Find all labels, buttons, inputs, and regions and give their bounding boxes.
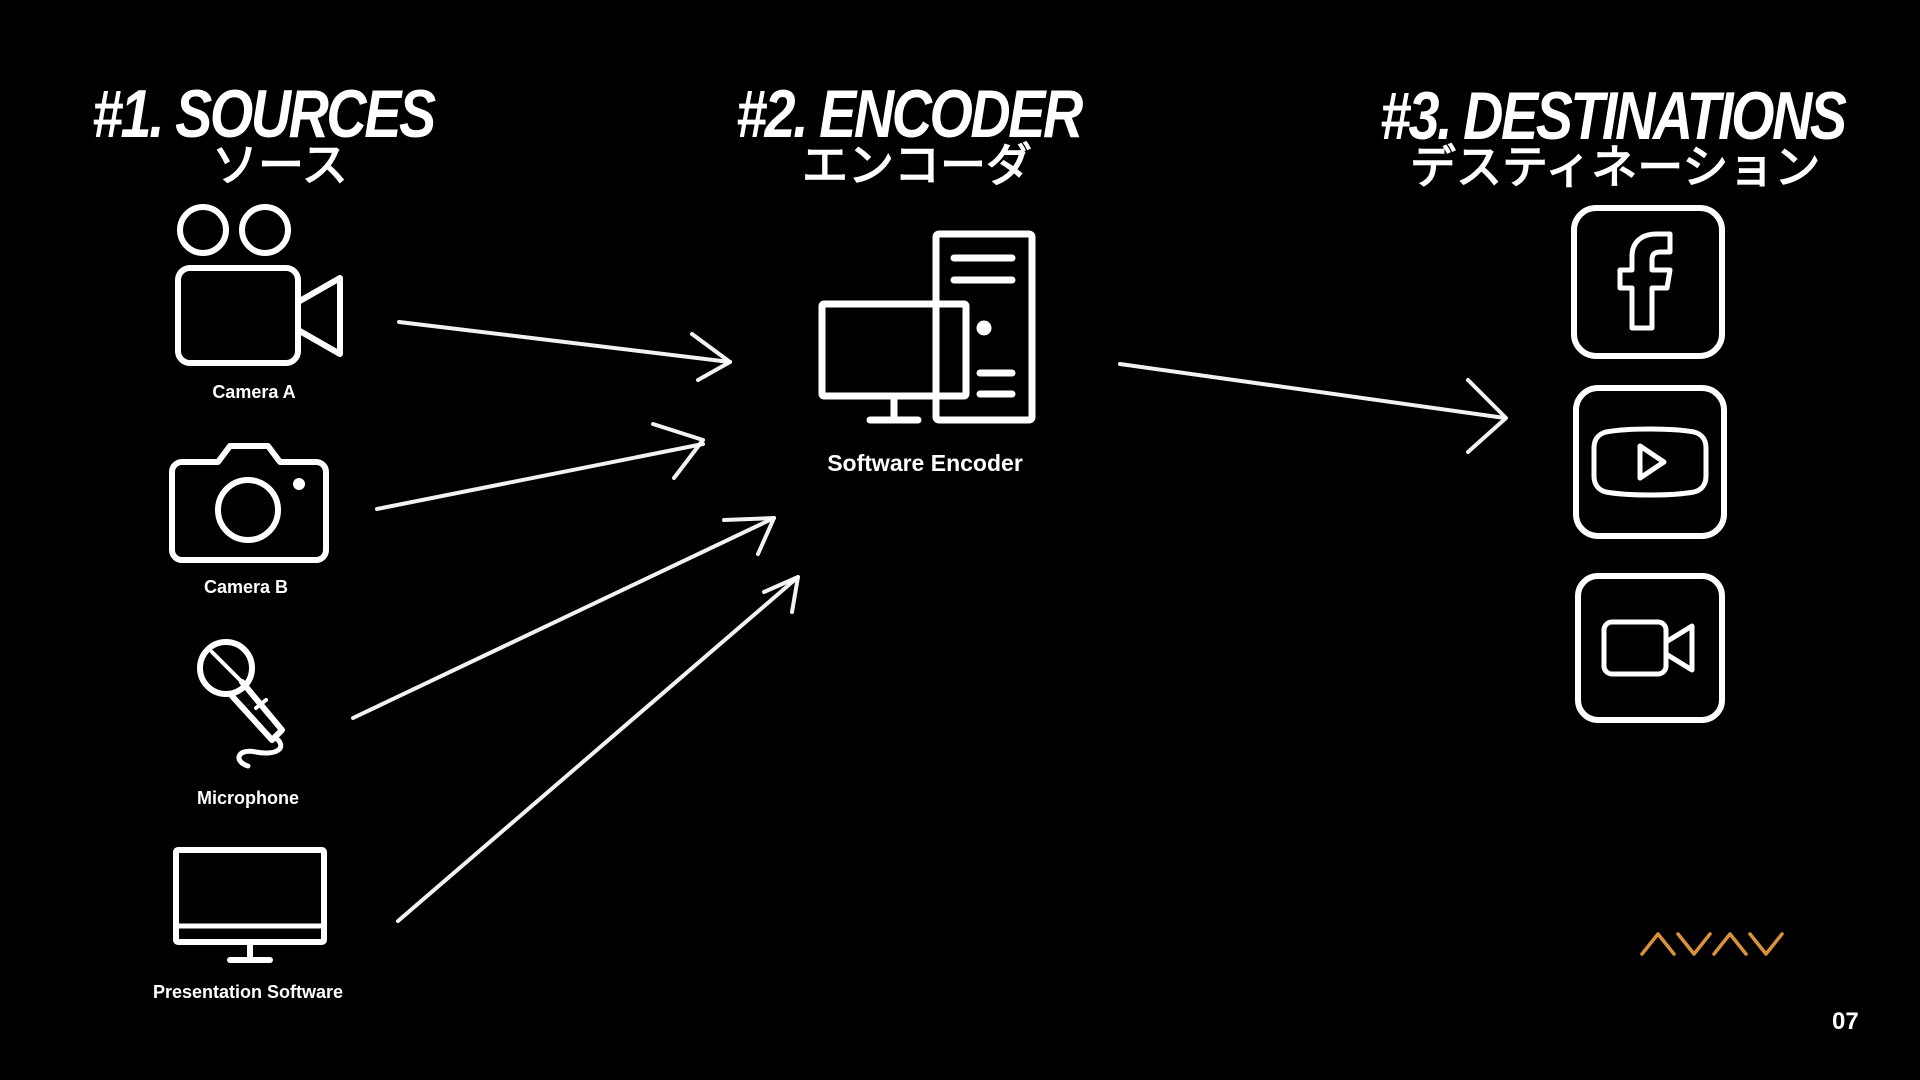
encoder-label: Software Encoder [827,450,1023,476]
arrow-camera-a-to-encoder [397,320,732,382]
sources-title: #1. SOURCES [92,76,436,152]
destinations-title: #3. DESTINATIONS [1380,78,1847,154]
video-camera-icon [175,204,343,366]
photo-camera-icon [169,443,329,563]
destinations-subtitle: デスティネーション [1410,140,1821,194]
video-call-icon [1575,573,1725,723]
arrow-microphone-to-encoder [351,516,776,720]
arrow-encoder-to-destinations [1118,362,1508,454]
youtube-icon [1573,385,1727,539]
arrow-presentation-to-encoder [396,575,800,923]
encoder-title: #2. ENCODER [736,76,1083,152]
source-label-presentation-software: Presentation Software [152,982,344,1002]
source-label-camera-a: Camera A [212,382,296,402]
brand-logo [1640,932,1784,956]
page-number: 07 [1832,1008,1859,1035]
desktop-computer-icon [818,230,1036,424]
monitor-icon [173,847,327,963]
sources-subtitle: ソース [212,138,348,192]
arrow-camera-b-to-encoder [375,422,705,511]
source-label-camera-b: Camera B [203,577,289,597]
facebook-icon [1571,205,1725,359]
source-label-microphone: Microphone [197,788,299,808]
encoder-subtitle: エンコーダ [802,138,1032,192]
microphone-icon [197,639,285,769]
